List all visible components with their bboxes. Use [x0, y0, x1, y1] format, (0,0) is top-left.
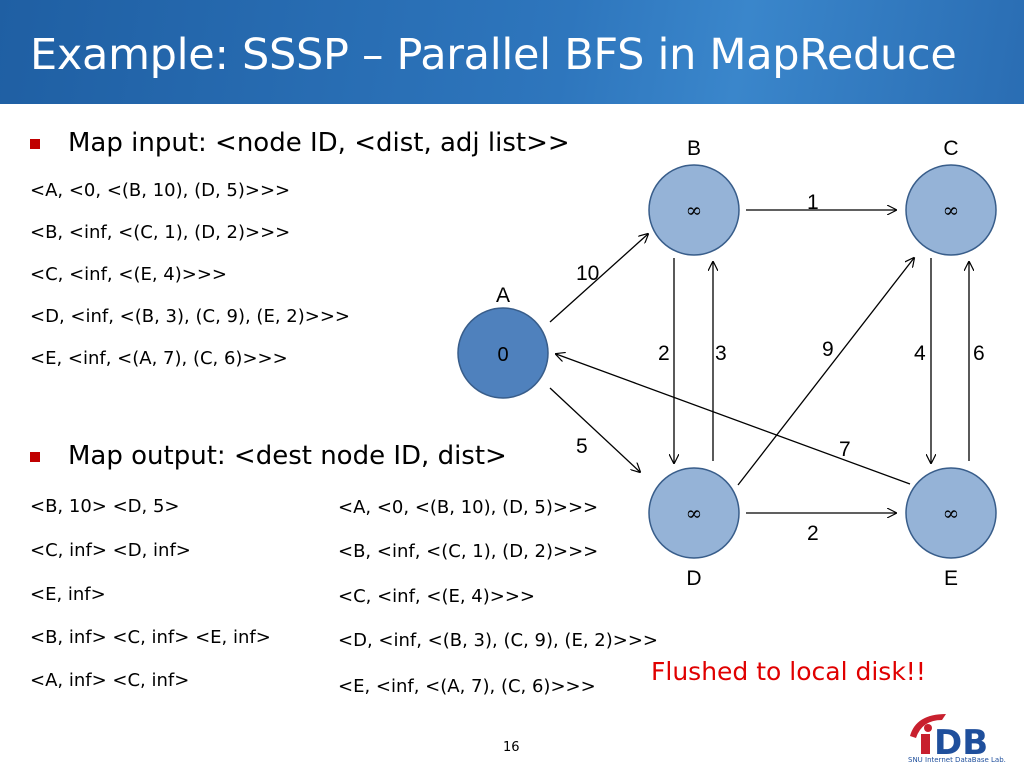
flushed-note: Flushed to local disk!! — [651, 657, 926, 686]
node-d — [648, 467, 740, 559]
node-a-label: A — [496, 284, 510, 307]
map-output-line: <C, inf> <D, inf> — [30, 540, 191, 561]
edge-weight-d-e: 2 — [807, 522, 819, 545]
node-d-label: D — [686, 567, 701, 590]
map-output-line: <B, inf> <C, inf> <E, inf> — [30, 627, 271, 648]
node-c-value: ∞ — [943, 198, 960, 222]
edge-weight-a-b: 10 — [576, 262, 599, 285]
node-e-label: E — [944, 567, 958, 590]
node-e — [905, 467, 997, 559]
node-a — [457, 307, 549, 399]
edge-weight-e-c: 6 — [973, 342, 985, 365]
adjacency-passthrough-line: <D, <inf, <(B, 3), (C, 9), (E, 2)>>> — [338, 630, 658, 651]
edge-a-b — [549, 234, 648, 323]
node-a-value: 0 — [497, 344, 508, 366]
map-input-line: <C, <inf, <(E, 4)>>> — [30, 264, 228, 285]
node-b — [648, 164, 740, 256]
map-input-line: <A, <0, <(B, 10), (D, 5)>>> — [30, 180, 291, 201]
node-b-label: B — [687, 137, 701, 160]
node-c-label: C — [943, 137, 958, 160]
edge-weight-d-c: 9 — [822, 338, 834, 361]
title-bar: Example: SSSP – Parallel BFS in MapReduc… — [0, 0, 1024, 104]
edge-e-a — [556, 354, 911, 485]
map-output-line: <E, inf> — [30, 584, 106, 605]
map-input-line: <B, <inf, <(C, 1), (D, 2)>>> — [30, 222, 291, 243]
edge-weight-c-e: 4 — [914, 342, 926, 365]
map-input-line: <D, <inf, <(B, 3), (C, 9), (E, 2)>>> — [30, 306, 350, 327]
edge-weight-b-c: 1 — [807, 191, 819, 214]
idb-logo: DB SNU Internet DataBase Lab. — [908, 714, 1006, 764]
page-number: 16 — [503, 740, 520, 755]
bullet-marker-output — [30, 452, 40, 462]
edge-a-d — [549, 387, 640, 472]
bullet-marker-input — [30, 139, 40, 149]
adjacency-passthrough-line: <C, <inf, <(E, 4)>>> — [338, 586, 536, 607]
adjacency-passthrough-line: <B, <inf, <(C, 1), (D, 2)>>> — [338, 541, 599, 562]
map-output-line: <A, inf> <C, inf> — [30, 670, 190, 691]
node-c — [905, 164, 997, 256]
node-d-value: ∞ — [686, 501, 703, 525]
edge-weight-e-a: 7 — [839, 438, 851, 461]
adjacency-passthrough-line: <A, <0, <(B, 10), (D, 5)>>> — [338, 497, 599, 518]
map-output-line: <B, 10> <D, 5> — [30, 496, 180, 517]
logo-letters: DB — [934, 723, 988, 763]
node-b-value: ∞ — [686, 198, 703, 222]
map-output-heading: Map output: <dest node ID, dist> — [68, 441, 507, 471]
edge-weight-a-d: 5 — [576, 435, 588, 458]
edge-weight-d-b: 3 — [715, 342, 727, 365]
adjacency-passthrough-line: <E, <inf, <(A, 7), (C, 6)>>> — [338, 676, 596, 697]
node-e-value: ∞ — [943, 501, 960, 525]
edge-d-c — [737, 258, 914, 486]
map-input-line: <E, <inf, <(A, 7), (C, 6)>>> — [30, 348, 288, 369]
slide-title: Example: SSSP – Parallel BFS in MapReduc… — [30, 30, 957, 80]
edge-weight-b-d: 2 — [658, 342, 670, 365]
logo-caption: SNU Internet DataBase Lab. — [908, 756, 1006, 764]
map-input-heading: Map input: <node ID, <dist, adj list>> — [68, 128, 570, 158]
